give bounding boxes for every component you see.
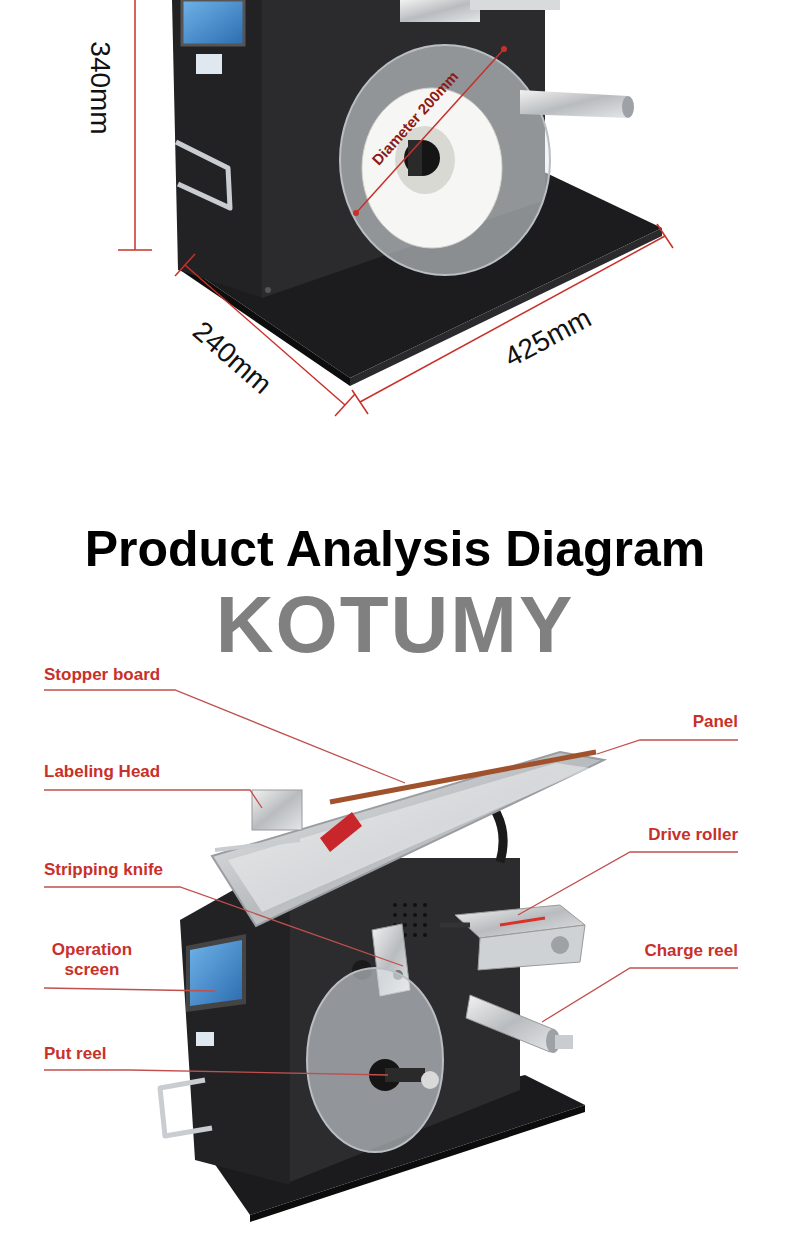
dimension-line: [335, 394, 355, 416]
leader-line: [518, 852, 738, 915]
diameter-line: [356, 49, 504, 213]
drive-roller: [440, 905, 585, 970]
charge-reel: [555, 1035, 573, 1049]
charge-shaft: [520, 90, 634, 118]
machine-body: [196, 54, 222, 74]
vent-holes: [423, 923, 427, 927]
vent-holes: [423, 933, 427, 937]
reel-disc: [408, 140, 422, 176]
vent-holes: [413, 923, 417, 927]
vent-holes: [393, 903, 397, 907]
dimension-line: [134, 0, 136, 250]
vent-holes: [413, 913, 417, 917]
top-mechanism: [400, 0, 480, 22]
leader-line: [44, 790, 262, 808]
dimension-label: 340mm: [84, 41, 116, 134]
machine-body: [180, 858, 520, 1185]
drive-roller: [478, 925, 585, 970]
leader-line: [597, 740, 738, 754]
part-label: Put reel: [44, 1044, 106, 1064]
reel-disc: [404, 140, 440, 176]
handle: [176, 142, 230, 208]
brand-logo: KOTUMY: [216, 579, 575, 671]
charge-shaft: [622, 96, 634, 118]
handle: [160, 1080, 212, 1136]
vent-holes: [423, 913, 427, 917]
dimension-line: [352, 390, 368, 414]
put-reel: [385, 1068, 425, 1082]
handle: [160, 1080, 212, 1136]
handle: [176, 142, 230, 208]
part-label: Operation screen: [42, 940, 142, 979]
dimension-line: [360, 236, 665, 402]
vent-holes: [413, 903, 417, 907]
labeling-head: [215, 840, 300, 850]
put-reel: [307, 968, 443, 1152]
dimension-label: 425mm: [499, 302, 597, 374]
reel-disc: [340, 45, 550, 275]
vent-holes: [393, 913, 397, 917]
diameter-line: [501, 46, 507, 52]
diameter-line: [353, 210, 359, 216]
charge-shaft: [520, 90, 628, 118]
leader-line: [44, 1070, 388, 1075]
top-mechanism: [400, 0, 560, 22]
part-label: Labeling Head: [44, 762, 160, 782]
part-label: Stripping knife: [44, 860, 163, 880]
leader-line: [44, 690, 405, 783]
labeling-head: [320, 812, 362, 852]
put-reel: [307, 968, 443, 1152]
dimension-line: [118, 0, 673, 416]
machine-body: [186, 934, 246, 1012]
charge-reel: [466, 995, 555, 1052]
vent-holes: [413, 933, 417, 937]
put-reel: [421, 1071, 439, 1089]
part-label: Charge reel: [644, 941, 738, 961]
dimension-line: [118, 249, 152, 251]
dimension-line: [185, 265, 345, 405]
machine-body: [196, 1032, 214, 1046]
part-label: Panel: [693, 712, 738, 732]
leader-line: [44, 690, 738, 1075]
machine-body: [265, 287, 271, 293]
drive-roller: [440, 923, 470, 928]
reel-disc: [340, 45, 550, 275]
labeling-head: [252, 790, 302, 830]
vent-holes: [423, 903, 427, 907]
top-mechanism: [470, 0, 560, 10]
vent-holes: [403, 903, 407, 907]
open-panel: [330, 752, 596, 802]
dimension-label: 240mm: [186, 315, 278, 401]
machine-body: [190, 940, 242, 1006]
part-label: Stopper board: [44, 665, 160, 685]
vent-holes: [403, 923, 407, 927]
machine-body: [182, 0, 244, 45]
leader-line: [44, 988, 215, 991]
leader-line: [542, 968, 738, 1022]
drive-roller: [551, 936, 569, 954]
dimension-line: [175, 254, 195, 276]
drive-roller: [500, 918, 545, 925]
diameter-line: [353, 46, 507, 216]
part-label: Drive roller: [648, 825, 738, 845]
machine-body: [172, 0, 262, 298]
vent-holes: [403, 913, 407, 917]
charge-reel: [466, 995, 573, 1053]
labeling-head: [215, 790, 362, 852]
dimension-line: [657, 224, 673, 248]
diagram-title: Product Analysis Diagram: [85, 521, 706, 579]
